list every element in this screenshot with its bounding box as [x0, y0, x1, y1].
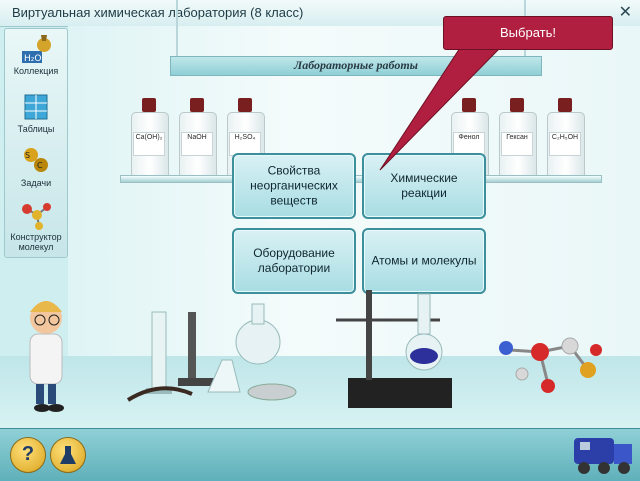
lab-equipment-illustration: [29, 290, 602, 412]
lab-floor: [0, 356, 640, 428]
callout-pointer: [379, 47, 502, 171]
sidebar-item-tables[interactable]: Таблицы: [5, 91, 67, 134]
svg-text:H₂O: H₂O: [24, 54, 41, 64]
close-icon[interactable]: ✕: [618, 2, 632, 21]
svg-text:C: C: [37, 161, 43, 170]
title-bar: Виртуальная химическая лаборатория (8 кл…: [0, 0, 640, 27]
flask-collection-icon: H₂O: [22, 35, 51, 64]
reagent-bottle: NaOH: [178, 98, 217, 178]
menu-button-chemical-reactions[interactable]: Химические реакции: [362, 153, 486, 219]
bottle-label: Фенол: [453, 132, 485, 156]
scientist-character: [29, 301, 64, 412]
chemistry-icon: [60, 446, 76, 464]
menu-button-label: Оборудование лаборатории: [253, 246, 335, 275]
sidebar-item-label: Коллекция: [13, 66, 59, 76]
sidebar-item-molecule-builder[interactable]: Конструктор молекул: [5, 199, 67, 252]
callout-text: Выбрать!: [500, 25, 556, 40]
sidebar-item-tasks[interactable]: S C Задачи: [5, 145, 67, 188]
tasks-icon: S C: [24, 148, 48, 172]
shelf: [120, 175, 602, 183]
menu-button-label: Атомы и молекулы: [371, 253, 477, 268]
table-book-icon: [24, 94, 48, 120]
menu-button-label: Химические реакции: [390, 171, 458, 200]
menu-button-label: Свойства неорганических веществ: [250, 163, 338, 208]
sidebar-item-label: Таблицы: [17, 124, 55, 134]
help-icon: ?: [21, 443, 35, 465]
bottle-label: C₂H₅OH: [549, 132, 581, 156]
help-button[interactable]: ?: [10, 437, 46, 473]
reagent-bottle: C₂H₅OH: [546, 98, 585, 178]
bottle-label: Ca(OH)₂: [133, 132, 165, 156]
sign-label: Лабораторные работы: [293, 58, 419, 72]
molecule-builder-icon: [22, 203, 51, 230]
menu-button-lab-equipment[interactable]: Оборудование лаборатории: [232, 228, 356, 294]
sidebar-item-label: Задачи: [20, 178, 52, 188]
reagent-bottle: Ca(OH)₂: [130, 98, 169, 178]
bottle-label: H₂SO₄: [229, 132, 261, 156]
menu-button-atoms-molecules[interactable]: Атомы и молекулы: [362, 228, 486, 294]
wall-divider: [176, 0, 178, 70]
window-title: Виртуальная химическая лаборатория (8 кл…: [12, 5, 304, 20]
bottle-label: Гексан: [501, 132, 533, 156]
reagent-bottle: Гексан: [498, 98, 537, 178]
chemistry-button[interactable]: [50, 437, 86, 473]
sidebar-item-label: Конструктор молекул: [10, 232, 62, 252]
bottom-bar: [0, 428, 640, 481]
bottle-label: NaOH: [181, 132, 213, 156]
svg-text:S: S: [25, 151, 30, 160]
train-icon[interactable]: [566, 428, 638, 478]
sidebar: H₂O Коллекция Таблицы S C Задачи: [4, 28, 68, 258]
menu-button-inorganic-properties[interactable]: Свойства неорганических веществ: [232, 153, 356, 219]
sidebar-item-collection[interactable]: H₂O Коллекция: [5, 33, 67, 76]
choose-callout: Выбрать!: [443, 16, 613, 50]
